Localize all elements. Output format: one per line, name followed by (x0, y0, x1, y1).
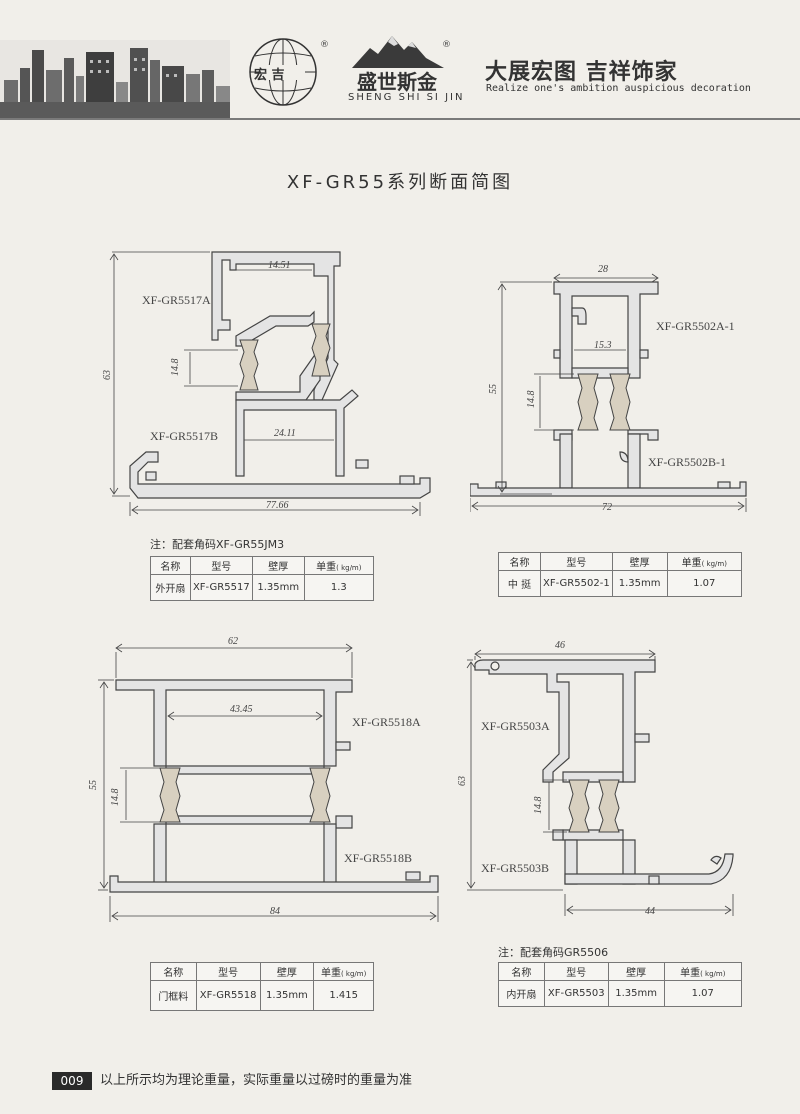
dim-width: 77.66 (266, 500, 289, 511)
label-bottom: XF-GR5503B (481, 861, 549, 875)
logo-left-text: 宏 吉 (254, 68, 285, 83)
slogan-cn: 大展宏图 吉祥饰家 (485, 60, 678, 85)
page-header: 宏 吉 ® 盛世斯金 SHENG SHI SI JIN ® 大展宏图 吉祥饰家 … (0, 0, 800, 125)
label-bottom: XF-GR5502B-1 (648, 455, 726, 469)
header-divider (0, 118, 800, 120)
reg-mark-1: ® (320, 40, 329, 50)
page-title: XF-GR55系列断面简图 (286, 172, 514, 193)
page-number: 009 (52, 1072, 92, 1090)
footer-disclaimer: 以上所示均为理论重量，实际重量以过磅时的重量为准 (100, 1073, 413, 1088)
section-diagram-1: 14.51 14.8 24.11 63 77.66 XF-GR5517A XF-… (102, 251, 431, 516)
note-corner-code-2: 注：配套角码GR5506 (498, 946, 609, 959)
dim-height: 55 (488, 384, 499, 394)
dim-inner: 15.3 (594, 340, 612, 351)
label-bottom: XF-GR5517B (150, 429, 218, 443)
dim-height: 63 (457, 776, 468, 786)
dim-top: 14.51 (268, 260, 291, 271)
dim-mid: 14.8 (110, 789, 121, 807)
spec-table-1: 名称 型号 壁厚 单重( kg/m) 外开扇 XF-GR5517 1.35mm … (150, 556, 375, 601)
label-top: XF-GR5518A (352, 715, 421, 729)
dim-inner: 43.45 (230, 704, 253, 715)
dim-top: 62 (228, 636, 238, 647)
dim-height: 55 (88, 780, 99, 790)
label-top: XF-GR5517A (142, 293, 211, 307)
mountain-logo-icon (352, 36, 444, 68)
dim-width: 72 (602, 502, 612, 513)
label-top: XF-GR5502A-1 (656, 319, 735, 333)
dim-mid: 14.8 (170, 359, 181, 377)
section-diagram-4: 46 14.8 63 44 XF-GR5503A XF-GR5503B (457, 640, 734, 917)
brand-name-cn: 盛世斯金 (357, 70, 437, 94)
label-bottom: XF-GR5518B (344, 851, 412, 865)
dim-top: 28 (598, 264, 608, 275)
dim-width: 84 (270, 906, 280, 917)
spec-table-2: 名称 型号 壁厚 单重( kg/m) 中 挺 XF-GR5502-1 1.35m… (498, 552, 742, 597)
globe-logo-icon (249, 38, 317, 106)
section-diagram-2: 28 15.3 14.8 55 72 XF-GR5502A-1 XF-GR550… (470, 264, 747, 513)
dim-width: 44 (645, 906, 655, 917)
dim-mid: 14.8 (526, 391, 537, 409)
dim-mid: 14.8 (533, 797, 544, 815)
brand-name-en: SHENG SHI SI JIN (348, 92, 465, 103)
label-top: XF-GR5503A (481, 719, 550, 733)
dim-right: 24.11 (274, 428, 296, 439)
spec-table-4: 名称 型号 壁厚 单重( kg/m) 内开扇 XF-GR5503 1.35mm … (498, 962, 743, 1007)
section-diagram-3: 62 43.45 14.8 55 84 XF-GR5518A XF-GR5518… (88, 636, 439, 922)
city-skyline-image (0, 40, 230, 120)
spec-table-3: 名称 型号 壁厚 单重( kg/m) 门框料 XF-GR5518 1.35mm … (150, 962, 374, 1011)
dim-height: 63 (102, 370, 113, 380)
note-corner-code-1: 注：配套角码XF-GR55JM3 (150, 538, 285, 551)
slogan-en: Realize one's ambition auspicious decora… (486, 83, 751, 94)
reg-mark-2: ® (442, 40, 451, 50)
dim-top: 46 (555, 640, 565, 651)
